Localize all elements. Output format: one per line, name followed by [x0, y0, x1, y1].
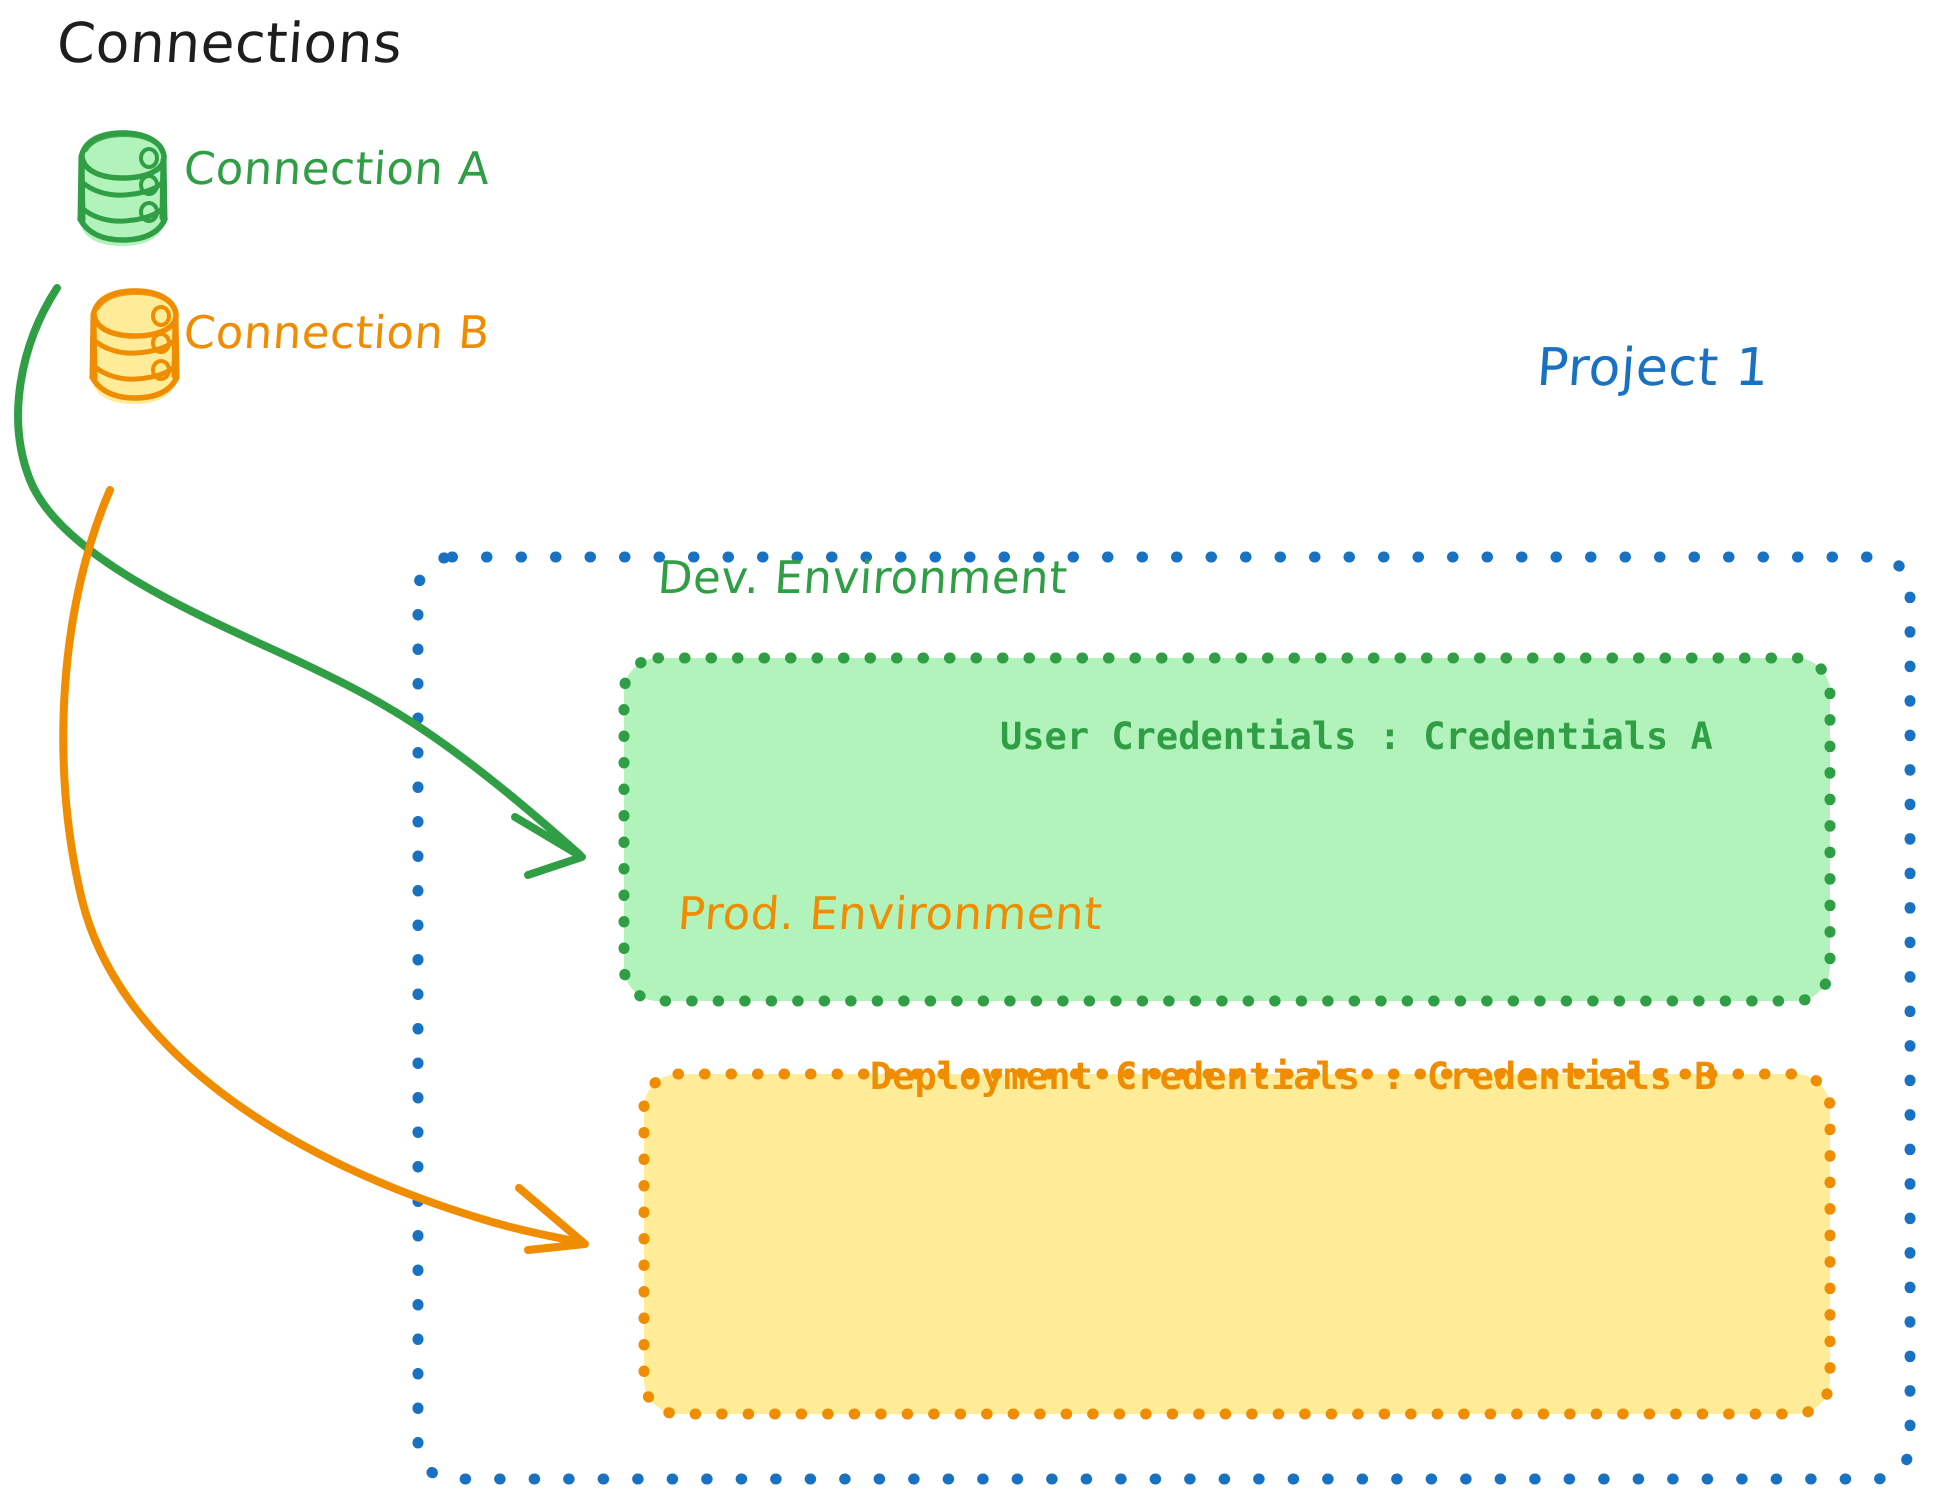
dev-environment-credentials: User Credentials : Credentials A	[1000, 715, 1713, 758]
prod-environment-box[interactable]	[638, 1068, 1836, 1420]
prod-environment-title: Prod. Environment	[676, 887, 1105, 940]
connection-a-label: Connection A	[182, 142, 492, 195]
arrow-connection-b-to-prod[interactable]	[59, 486, 590, 1254]
prod-environment-credentials: Deployment Credentials : Credentials B	[870, 1055, 1717, 1098]
page-title: Connections	[54, 11, 405, 75]
database-cylinder-icon-orange[interactable]	[89, 288, 180, 404]
project-1-label: Project 1	[1534, 338, 1772, 398]
database-cylinder-icon-green[interactable]	[77, 130, 168, 246]
arrow-connection-a-to-dev[interactable]	[14, 284, 586, 879]
connection-b-label: Connection B	[182, 306, 492, 359]
dev-environment-box[interactable]	[618, 652, 1836, 1007]
dev-environment-title: Dev. Environment	[656, 551, 1070, 604]
